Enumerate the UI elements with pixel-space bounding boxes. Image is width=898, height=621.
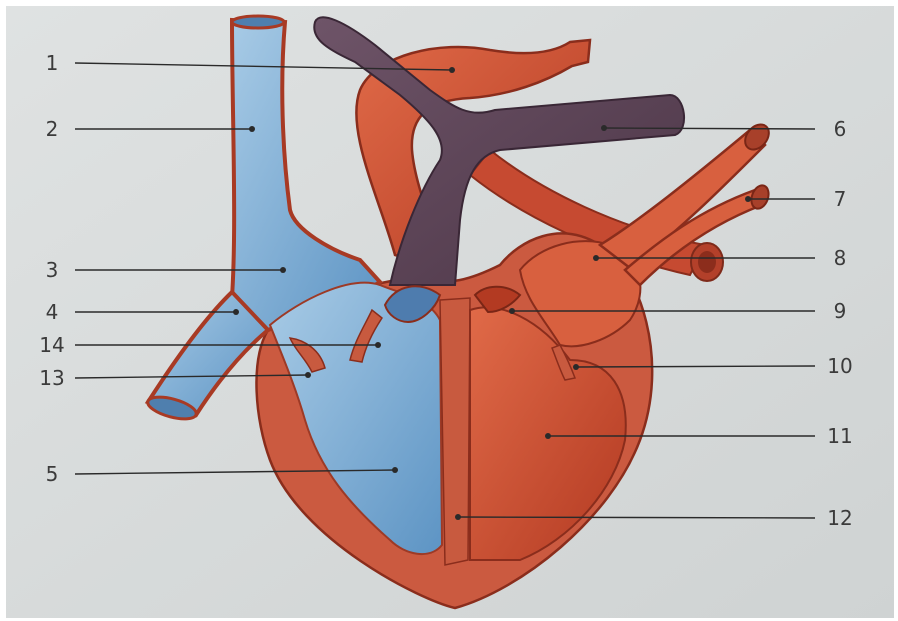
label-13: 13 — [39, 366, 64, 390]
label-14: 14 — [39, 333, 64, 357]
label-12: 12 — [827, 506, 852, 530]
septum — [440, 298, 470, 565]
label-2: 2 — [46, 117, 59, 141]
label-10: 10 — [827, 354, 852, 378]
label-11: 11 — [827, 424, 852, 448]
label-9: 9 — [834, 299, 847, 323]
label-6: 6 — [834, 117, 847, 141]
label-7: 7 — [834, 187, 847, 211]
label-3: 3 — [46, 258, 59, 282]
label-1: 1 — [46, 51, 59, 75]
label-4: 4 — [46, 300, 59, 324]
label-5: 5 — [46, 462, 59, 486]
label-8: 8 — [834, 246, 847, 270]
